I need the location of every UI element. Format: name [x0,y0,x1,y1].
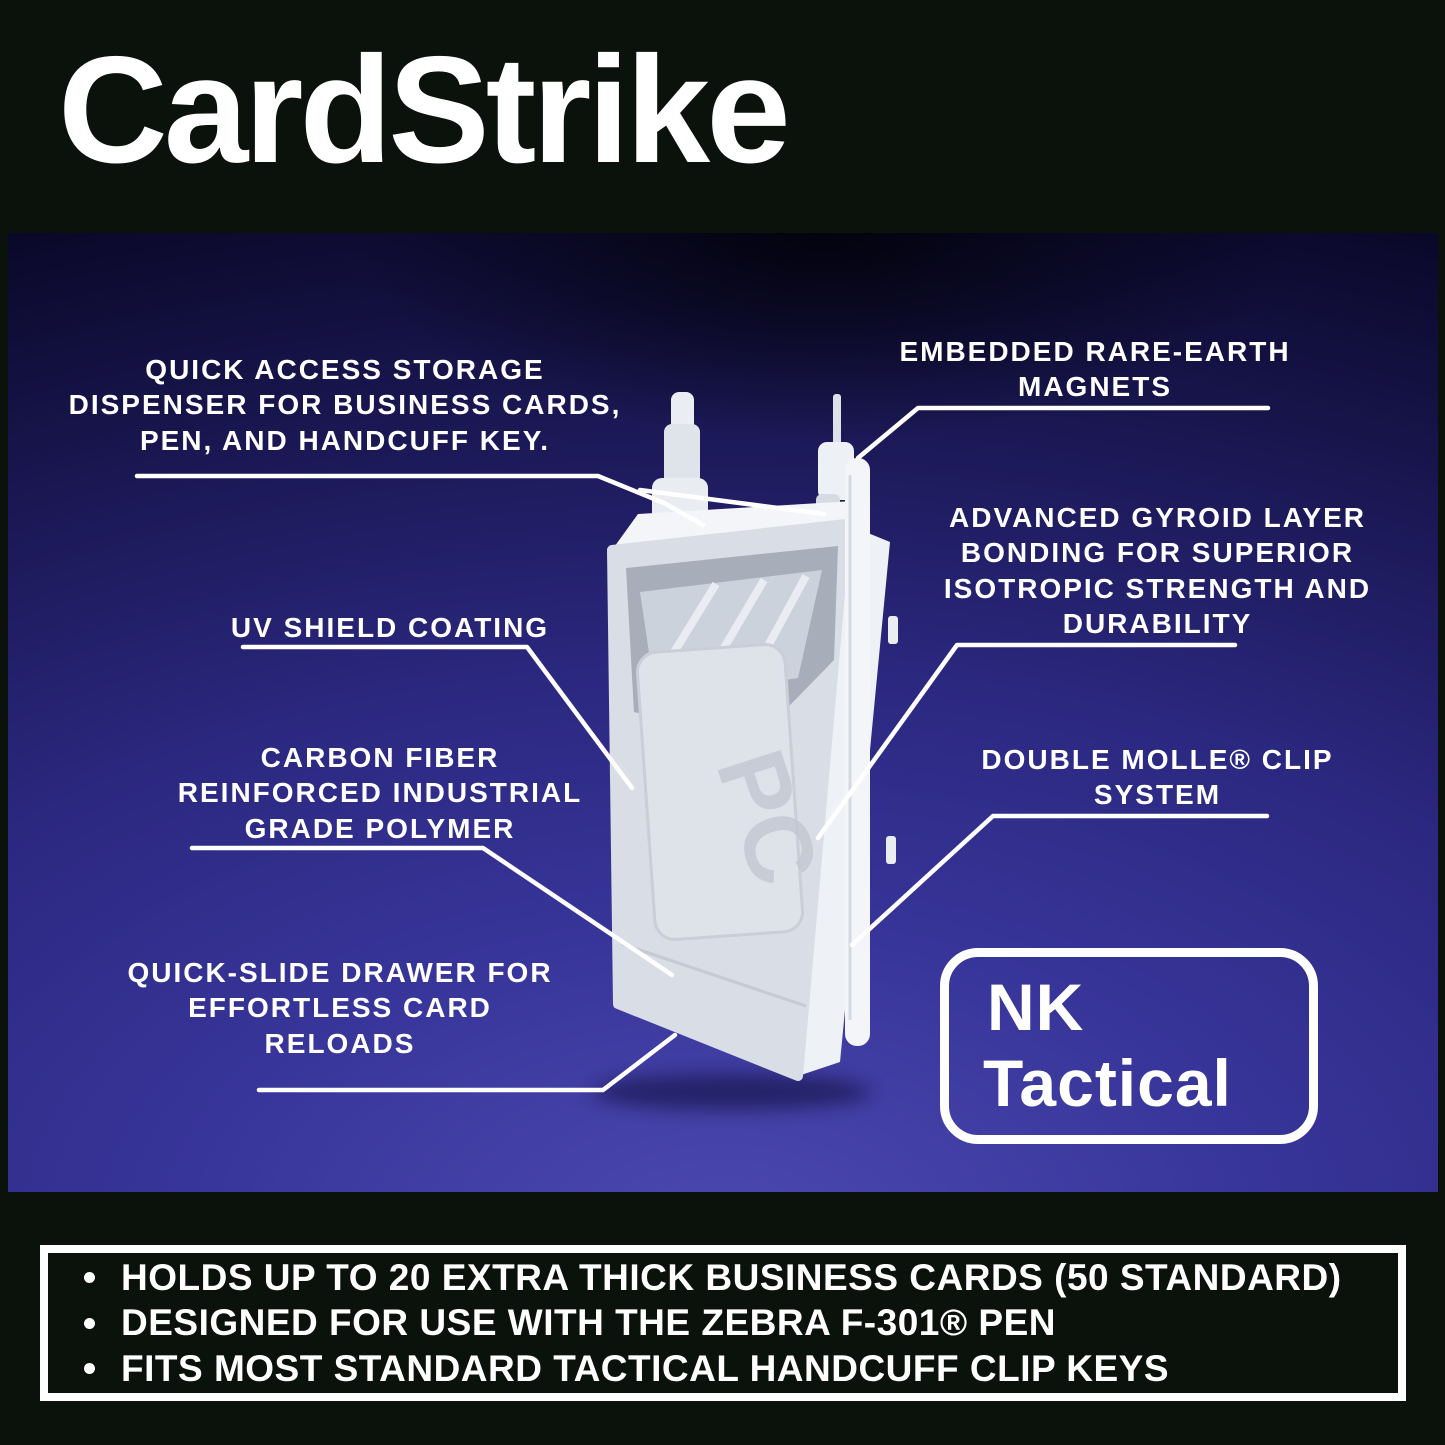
spec-bullet-text: FITS MOST STANDARD TACTICAL HANDCUFF CLI… [121,1347,1170,1389]
pen-holder-clip [845,458,870,1046]
spec-bullet-row: HOLDS UP TO 20 EXTRA THICK BUSINESS CARD… [84,1257,1398,1299]
bullet-dot-icon [84,1317,95,1329]
spec-bullet-text: DESIGNED FOR USE WITH THE ZEBRA F-301® P… [121,1302,1056,1343]
spec-bullet-row: DESIGNED FOR USE WITH THE ZEBRA F-301® P… [84,1302,1398,1344]
spec-bullet-row: FITS MOST STANDARD TACTICAL HANDCUFF CLI… [84,1348,1398,1390]
callout-line-quick-access [134,473,706,528]
callout-molle-label: DOUBLE MOLLE® CLIP SYSTEM [981,744,1334,811]
callout-drawer-label: QUICK-SLIDE DRAWER FOR EFFORTLESS CARD R… [127,957,553,1059]
bullet-dot-icon [84,1272,95,1283]
brand-logo-badge: NK Tactical [940,948,1318,1144]
callout-line-quick-access-pen [637,487,827,517]
callout-line-molle [849,813,1270,948]
callout-line-magnets [855,405,1271,461]
callout-quick-access-label: QUICK ACCESS STORAGE DISPENSER FOR BUSIN… [68,354,622,456]
spec-box: HOLDS UP TO 20 EXTRA THICK BUSINESS CARD… [40,1245,1406,1401]
bullet-dot-icon [84,1363,95,1374]
callout-carbon-label: CARBON FIBER REINFORCED INDUSTRIAL GRADE… [177,742,583,844]
callout-gyroid-label: ADVANCED GYROID LAYER BONDING FOR SUPERI… [943,502,1372,639]
callout-line-uv [240,644,635,791]
callout-magnets-label: EMBEDDED RARE-EARTH MAGNETS [899,336,1291,403]
callout-lines [134,405,1271,1093]
callout-line-drawer [256,1032,678,1093]
callout-uv-label: UV SHIELD COATING [230,612,550,643]
brand-logo-line2: Tactical [983,1046,1232,1120]
molle-clip-bumps [886,616,898,864]
spec-bullet-text: HOLDS UP TO 20 EXTRA THICK BUSINESS CARD… [121,1256,1342,1298]
brand-logo-line1: NK [987,970,1085,1044]
callout-line-carbon [189,845,675,978]
drawer-seam [621,942,807,1008]
product-render: PC [592,392,898,1110]
product-title: CardStrike [58,25,791,195]
callout-line-gyroid [815,642,1238,841]
product-shadow [592,1074,872,1110]
